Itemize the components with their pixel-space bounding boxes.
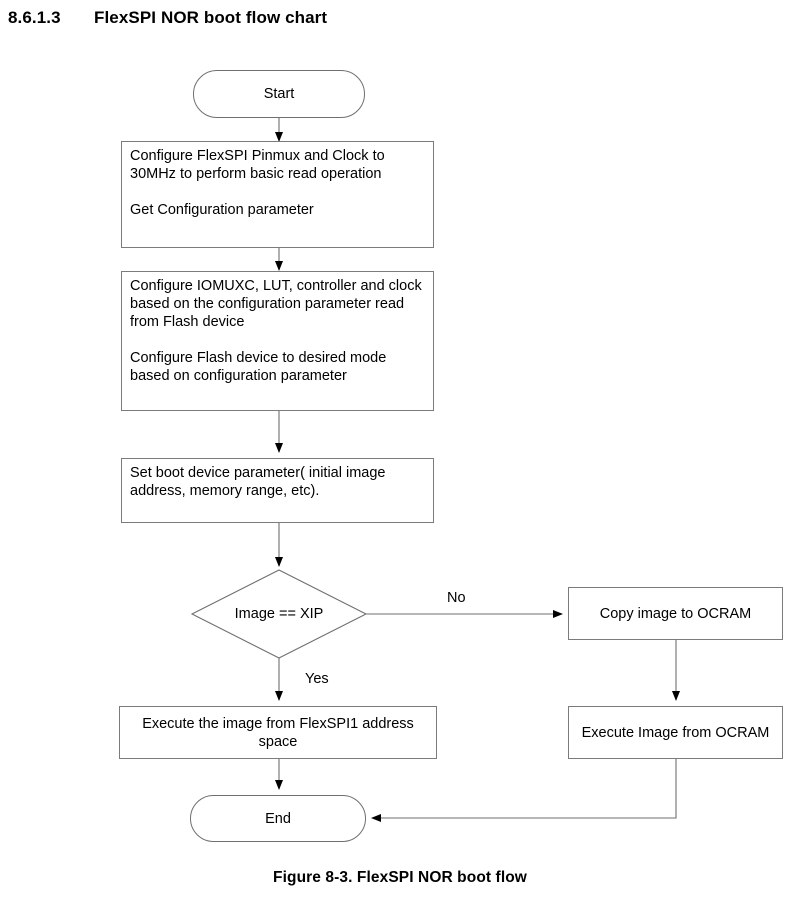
node-start[interactable]: Start — [193, 70, 365, 118]
node-execute-image-flexspi1[interactable]: Execute the image from FlexSPI1 address … — [119, 706, 437, 759]
node-configure-flexspi[interactable]: Configure FlexSPI Pinmux and Clock to 30… — [121, 141, 434, 248]
node-set-boot-device-parameter-label: Set boot device parameter( initial image… — [130, 465, 390, 499]
node-configure-iomuxc-label: Configure IOMUXC, LUT, controller and cl… — [130, 278, 422, 384]
node-copy-image-to-ocram[interactable]: Copy image to OCRAM — [568, 587, 783, 640]
node-execute-image-ocram-label: Execute Image from OCRAM — [581, 724, 770, 741]
node-set-boot-device-parameter[interactable]: Set boot device parameter( initial image… — [121, 458, 434, 523]
edge-execute-ocram-to-end — [371, 758, 677, 822]
node-configure-iomuxc[interactable]: Configure IOMUXC, LUT, controller and cl… — [121, 271, 434, 411]
figure-caption: Figure 8-3. FlexSPI NOR boot flow — [273, 869, 527, 886]
node-end[interactable]: End — [190, 795, 366, 842]
decision-diamond-shape — [190, 569, 368, 659]
node-image-xip-decision-label: Image == XIP — [234, 606, 324, 622]
node-start-label: Start — [263, 86, 295, 102]
node-execute-image-ocram[interactable]: Execute Image from OCRAM — [568, 706, 783, 759]
page-title: 8.6.1.3 FlexSPI NOR boot flow chart — [8, 8, 327, 28]
section-number: 8.6.1.3 — [8, 8, 61, 27]
edge-label-yes: Yes — [305, 671, 329, 687]
node-configure-flexspi-label: Configure FlexSPI Pinmux and Clock to 30… — [130, 148, 385, 218]
node-end-label: End — [265, 810, 291, 827]
section-title: FlexSPI NOR boot flow chart — [94, 8, 328, 27]
node-image-xip-decision[interactable]: Image == XIP — [190, 569, 368, 659]
edge-label-no: No — [447, 590, 466, 606]
node-copy-image-to-ocram-label: Copy image to OCRAM — [599, 605, 752, 622]
flowchart-canvas: Start Configure FlexSPI Pinmux and Clock… — [119, 70, 783, 842]
node-execute-image-flexspi1-label: Execute the image from FlexSPI1 address … — [142, 715, 418, 750]
